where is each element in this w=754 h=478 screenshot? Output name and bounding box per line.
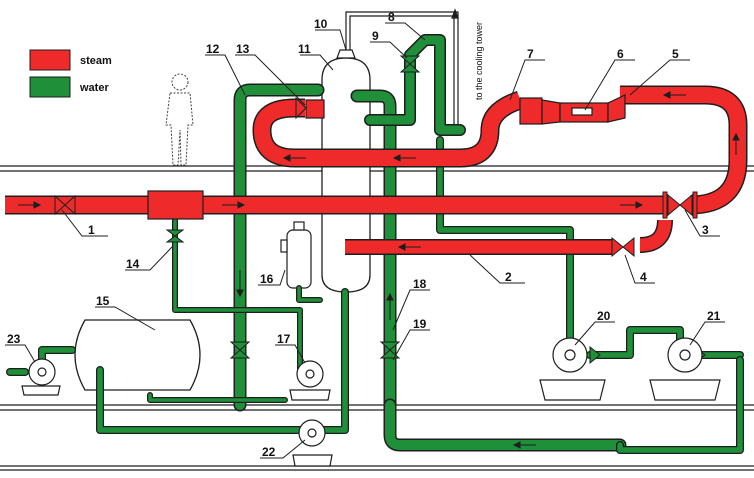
- callout-numbers: 1 2 3 4 5 6 7 8 9 10 11 12 13 14 15 16 1…: [7, 10, 721, 459]
- flow-arrows: [18, 91, 740, 449]
- callout-3: 3: [702, 223, 709, 237]
- callout-9: 9: [372, 29, 379, 43]
- callout-16: 16: [260, 272, 274, 286]
- callout-6: 6: [617, 47, 624, 61]
- callout-13: 13: [236, 42, 250, 56]
- callout-18: 18: [413, 277, 427, 291]
- storage-tank: [74, 319, 201, 391]
- callout-7: 7: [527, 47, 534, 61]
- steam-equipment: [147, 94, 626, 220]
- callout-21: 21: [707, 309, 721, 323]
- legend-water-label: water: [79, 82, 109, 94]
- cooling-tower-annotation: to the cooling tower: [474, 22, 484, 100]
- callout-1: 1: [88, 223, 95, 237]
- callout-5: 5: [672, 47, 679, 61]
- person-figure-icon: [165, 73, 194, 166]
- pumps: [21, 337, 721, 467]
- callout-14: 14: [126, 257, 140, 271]
- legend-steam-swatch: [29, 49, 71, 71]
- legend: steam water: [29, 49, 112, 98]
- callout-17: 17: [277, 332, 291, 346]
- callout-8: 8: [388, 10, 395, 24]
- callout-10: 10: [314, 17, 328, 31]
- callout-2: 2: [505, 270, 512, 284]
- legend-water-swatch: [29, 76, 71, 98]
- small-vessel: [280, 221, 312, 289]
- callout-15: 15: [96, 294, 110, 308]
- callout-4: 4: [640, 270, 647, 284]
- legend-steam-label: steam: [80, 55, 112, 67]
- callout-20: 20: [597, 309, 611, 323]
- steam-valves: [54, 96, 698, 258]
- callout-11: 11: [298, 42, 311, 56]
- callout-23: 23: [7, 332, 21, 346]
- callout-leaders: [5, 22, 725, 459]
- cooling-tower-lines: [345, 8, 459, 125]
- callout-12: 12: [206, 42, 220, 56]
- condenser-vessel: [321, 49, 371, 293]
- callout-19: 19: [413, 317, 427, 331]
- callout-22: 22: [262, 445, 276, 459]
- ground-lines: [0, 165, 754, 471]
